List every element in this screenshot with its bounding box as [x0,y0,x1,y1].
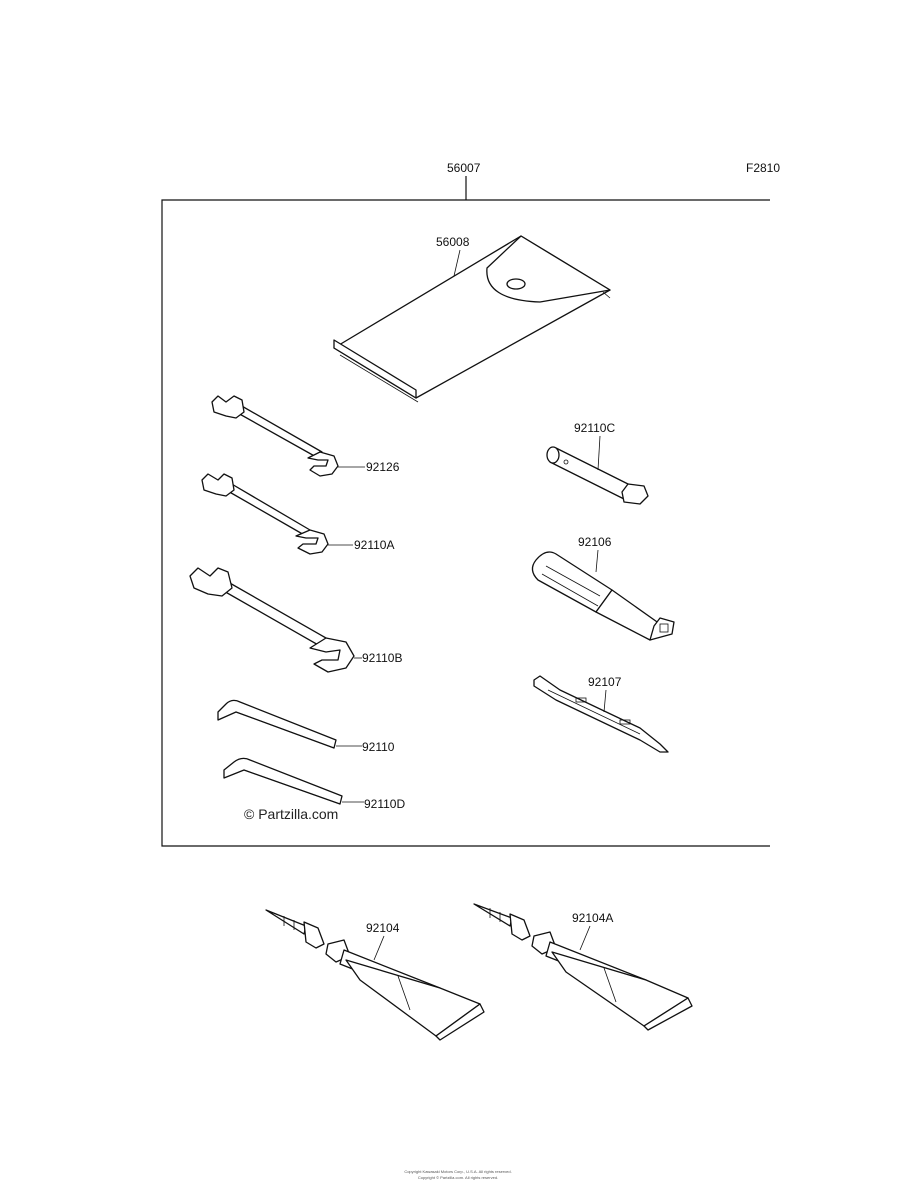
leader-92104A [579,925,591,951]
label-kit[interactable]: 56007 [447,161,481,175]
label-wrench-large[interactable]: 92110B [362,651,402,665]
label-hex-long[interactable]: 92110 [362,740,395,754]
label-grease-right[interactable]: 92104A [572,911,613,925]
bag-leader [453,249,461,277]
label-screwdriver[interactable]: 92107 [588,675,622,689]
leader-92106 [595,549,599,573]
label-handle[interactable]: 92106 [578,535,612,549]
footer-line-1: Copyright Kawasaki Motors Corp., U.S.A. … [404,1169,511,1174]
figure-code: F2810 [746,161,780,175]
label-bag[interactable]: 56008 [436,235,470,249]
box-wrench[interactable] [546,446,649,505]
label-box-wrench[interactable]: 92110C [574,421,615,435]
leader-92107 [603,689,607,713]
leader-92110C [597,435,601,471]
wrench-small[interactable] [211,395,339,477]
screwdriver-handle[interactable] [531,551,675,641]
label-wrench-mid[interactable]: 92110A [354,538,394,552]
footer-line-2: Copyright © Partzilla.com. All rights re… [418,1175,498,1180]
label-grease-left[interactable]: 92104 [366,921,400,935]
label-wrench-small[interactable]: 92126 [366,460,400,474]
leader-92104 [373,935,385,961]
watermark: © Partzilla.com [244,806,338,822]
hex-key-long[interactable] [217,699,337,749]
wrench-large[interactable] [189,567,355,673]
grease-tube-right[interactable] [473,903,693,1031]
wrench-mid[interactable] [201,473,329,555]
hex-key-short[interactable] [223,757,343,805]
screwdriver-bit[interactable] [533,675,669,753]
kit-frame [161,199,770,847]
grease-tube-left[interactable] [265,909,485,1041]
tool-bag[interactable] [333,235,611,403]
label-hex-short[interactable]: 92110D [364,797,405,811]
